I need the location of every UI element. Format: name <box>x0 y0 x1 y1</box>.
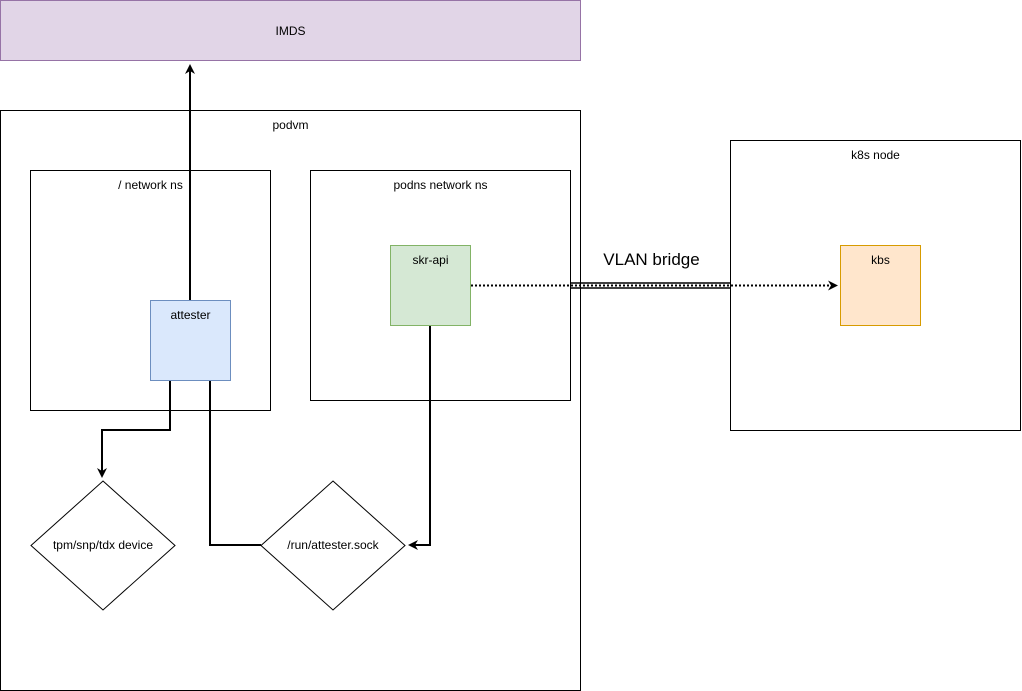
k8s-node-container: k8s node <box>730 140 1021 431</box>
skr-api-to-sock-edge <box>408 326 431 550</box>
skr-api-node: skr-api <box>390 245 471 326</box>
skr-api-label: skr-api <box>412 253 449 267</box>
podns-network-ns-label: podns network ns <box>393 178 488 192</box>
attester-sock-diamond <box>260 480 406 611</box>
tpm-device-diamond <box>30 480 176 611</box>
root-network-ns-label: / network ns <box>118 178 183 192</box>
root-network-ns-container: / network ns <box>30 170 271 411</box>
podvm-label: podvm <box>272 118 309 132</box>
kbs-node: kbs <box>840 245 921 326</box>
attester-sock-label: /run/attester.sock <box>287 538 379 552</box>
tpm-device-label: tpm/snp/tdx device <box>52 538 154 552</box>
attester-node: attester <box>150 300 231 381</box>
vlan-bridge-label: VLAN bridge <box>603 250 700 269</box>
kbs-label: kbs <box>871 253 890 267</box>
attester-to-sock-edge <box>209 381 261 546</box>
imds-label: IMDS <box>275 24 306 38</box>
podns-network-ns-container: podns network ns <box>310 170 571 401</box>
attester-to-tpm-edge <box>97 381 171 478</box>
imds-box: IMDS <box>0 0 581 61</box>
k8s-node-label: k8s node <box>851 148 900 162</box>
attester-label: attester <box>170 308 211 322</box>
